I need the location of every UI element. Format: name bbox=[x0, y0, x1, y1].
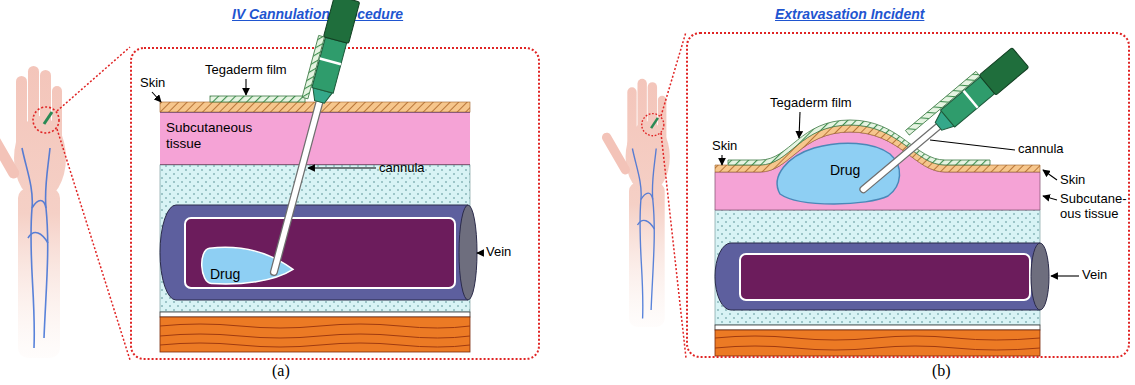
cannula-hub bbox=[310, 88, 332, 105]
leader-arrow bbox=[1051, 275, 1079, 276]
fascia-layer bbox=[160, 312, 470, 317]
part-label: Vein bbox=[486, 245, 511, 260]
part-label: Skin bbox=[1060, 173, 1085, 188]
tegaderm-film bbox=[905, 71, 979, 135]
part-label: cannula bbox=[379, 161, 425, 176]
part-label: Subcutane- ous tissue bbox=[1060, 192, 1132, 222]
hub-stripe bbox=[320, 59, 341, 65]
part-label: Skin bbox=[140, 76, 165, 91]
part-label: Tegaderm film bbox=[205, 63, 287, 78]
vein-wall bbox=[160, 205, 468, 300]
skin-layer bbox=[160, 102, 470, 112]
vein-wall bbox=[715, 243, 1040, 310]
leader-line bbox=[930, 140, 1015, 150]
drug-pool: Drug bbox=[198, 243, 293, 287]
zoom-line bbox=[661, 133, 686, 358]
connective-layer bbox=[160, 165, 470, 312]
drug-label: Drug bbox=[830, 162, 860, 178]
cannula-tube bbox=[863, 125, 940, 189]
figure-caption: (a) bbox=[272, 362, 290, 380]
vein-end bbox=[1031, 243, 1049, 310]
muscle-fibre bbox=[160, 343, 470, 347]
cannula-hub bbox=[932, 111, 954, 134]
cannula-hub bbox=[323, 0, 359, 43]
zoom-panel: IV Cannulation ProcedureSubcutaneous tis… bbox=[130, 47, 540, 360]
fascia-layer bbox=[715, 325, 1040, 330]
part-label: cannula bbox=[1018, 142, 1064, 157]
tegaderm-film bbox=[210, 96, 305, 102]
panel-title: IV Cannulation Procedure bbox=[232, 6, 403, 22]
vein-lumen bbox=[740, 254, 1030, 300]
muscle-fibre bbox=[160, 334, 470, 338]
panel-title: Extravasation Incident bbox=[775, 6, 924, 22]
part-label: Vein bbox=[1082, 268, 1107, 283]
drug-pool: Drug bbox=[770, 138, 905, 206]
hand-illustration bbox=[600, 79, 670, 327]
drug-outline bbox=[202, 247, 293, 284]
part-label: Skin bbox=[712, 139, 737, 154]
leader-arrow bbox=[1043, 170, 1057, 180]
leader-arrow bbox=[721, 155, 722, 165]
layer-label: Subcutaneous tissue bbox=[166, 120, 261, 151]
cannula-tube bbox=[274, 100, 320, 272]
muscle-fibre bbox=[715, 346, 1040, 350]
cannula-assembly bbox=[257, 0, 360, 275]
muscle-layer bbox=[715, 330, 1040, 356]
tegaderm-film bbox=[302, 35, 324, 98]
drug-label: Drug bbox=[210, 266, 240, 282]
zoom-line bbox=[57, 47, 130, 111]
leader-arrow bbox=[308, 167, 376, 168]
tissue-layer: Subcutaneous tissue bbox=[160, 112, 470, 165]
hand-illustration bbox=[0, 66, 66, 358]
leader-arrow bbox=[245, 79, 246, 95]
leader-arrow bbox=[1043, 196, 1057, 200]
muscle-fibre bbox=[160, 324, 470, 328]
muscle-fibre bbox=[715, 336, 1040, 340]
connective-layer bbox=[715, 210, 1040, 325]
vein-lumen bbox=[185, 218, 455, 288]
drug-outline bbox=[777, 143, 899, 204]
zoom-line bbox=[661, 32, 686, 116]
vein-end bbox=[459, 205, 477, 300]
cannula-tube bbox=[274, 100, 320, 272]
cannula-hub bbox=[941, 77, 995, 127]
cannula-assembly bbox=[852, 44, 1029, 200]
leader-arrow bbox=[799, 112, 800, 138]
leader-arrow bbox=[152, 92, 161, 102]
hub-stripe bbox=[964, 91, 978, 108]
part-label: Tegaderm film bbox=[770, 96, 852, 111]
cannula-hub bbox=[979, 48, 1029, 96]
muscle-layer bbox=[160, 317, 470, 352]
leader-arrow bbox=[477, 252, 483, 253]
cannula-tube bbox=[863, 125, 940, 189]
cannula-hub bbox=[312, 37, 347, 93]
zoom-line bbox=[57, 129, 130, 360]
figure-caption: (b) bbox=[932, 362, 951, 380]
